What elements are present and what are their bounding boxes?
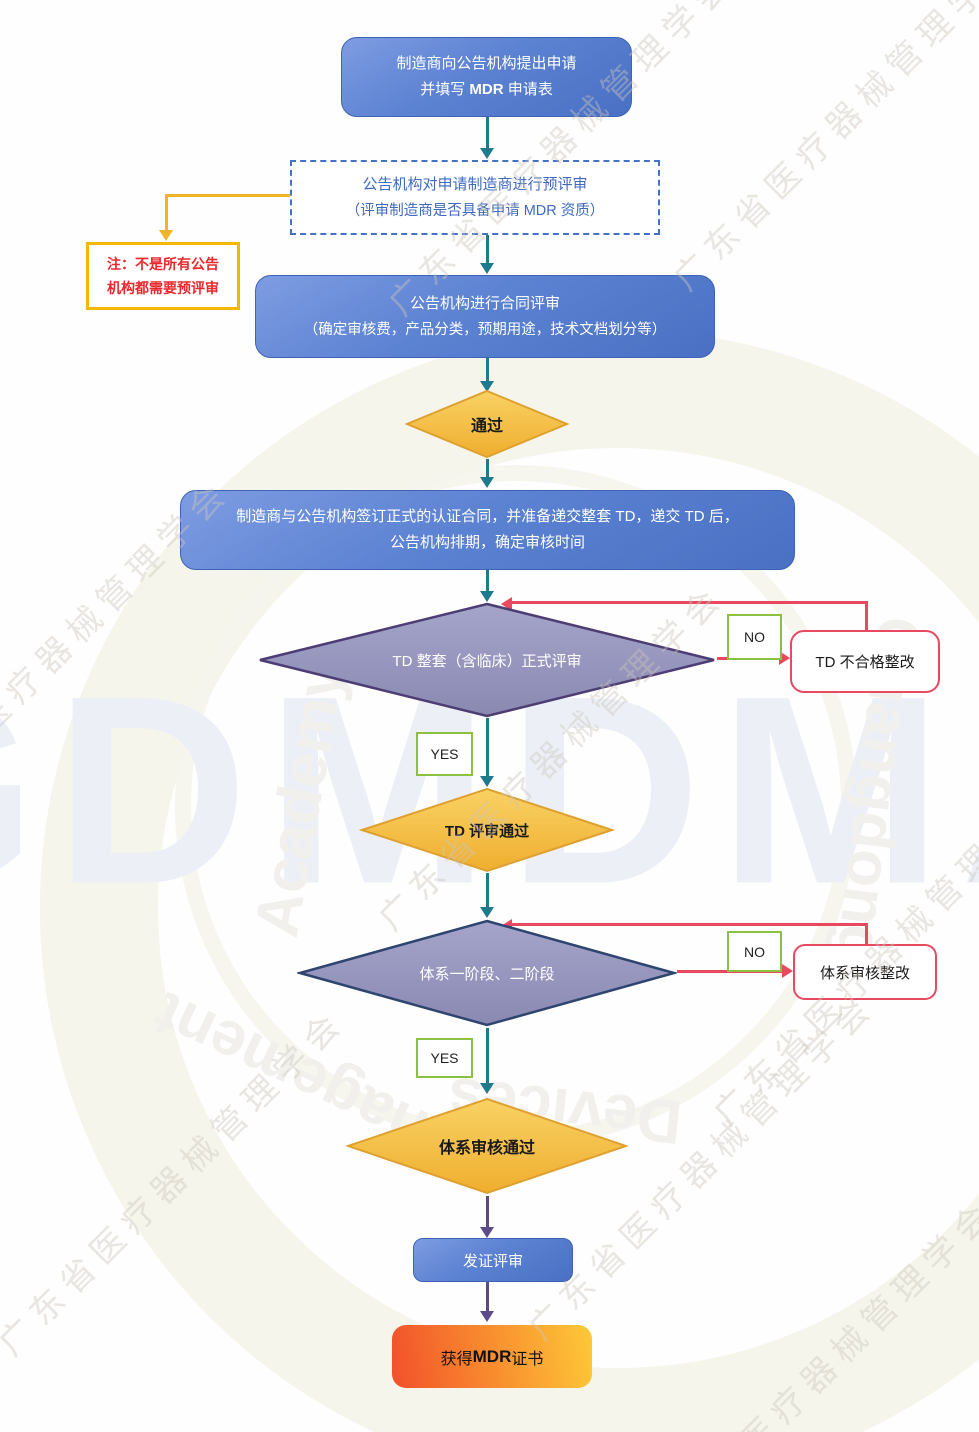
- arrowhead: [782, 964, 793, 978]
- process-apply-box: 制造商向公告机构提出申请 并填写 MDR 申请表: [341, 37, 632, 117]
- arrowhead: [480, 591, 494, 602]
- decision-system-pass-diamond: 体系审核通过: [344, 1097, 630, 1195]
- mdr-cert-bold: MDR: [472, 1346, 512, 1366]
- connector-note-vertical: [165, 194, 168, 231]
- arrowhead: [779, 651, 790, 665]
- arrowhead: [480, 1227, 494, 1238]
- decision-td-review-diamond: TD 整套（含临床）正式评审: [257, 602, 717, 718]
- td-pass-label: TD 评审通过: [444, 822, 530, 840]
- return-line-vertical-2: [865, 924, 868, 944]
- prereview-line1: 公告机构对申请制造商进行预评审: [362, 175, 588, 193]
- apply-line2-pre: 并填写: [420, 81, 470, 98]
- issue-review-label: 发证评审: [462, 1252, 523, 1270]
- yes1-label: YES: [430, 746, 459, 762]
- apply-line1: 制造商向公告机构提出申请: [396, 55, 577, 72]
- arrow-prereview-to-contract: [486, 235, 489, 264]
- apply-line2: 并填写 MDR 申请表: [420, 77, 553, 103]
- connector-note-horizontal: [165, 194, 290, 197]
- arrowhead: [480, 907, 494, 918]
- yes2-label: YES: [430, 1050, 459, 1066]
- arrow-issue-to-cert: [486, 1282, 489, 1313]
- arrowhead: [480, 477, 494, 488]
- arrow-tdreview-to-tdpass: [486, 718, 489, 778]
- td-fix-label: TD 不合格整改: [815, 654, 915, 671]
- system-audit-label: 体系一阶段、二阶段: [419, 965, 555, 983]
- arrow-systempass-to-issue: [486, 1196, 489, 1229]
- apply-line2-bold: MDR: [469, 81, 504, 98]
- arrow-pass-to-sign: [486, 459, 489, 478]
- arrow-sign-to-tdreview: [486, 570, 489, 592]
- apply-line2-post: 申请表: [503, 81, 553, 98]
- process-contract-review-box: 公告机构进行合同评审 （确定审核费，产品分类，预期用途，技术文档划分等）: [255, 275, 715, 358]
- no1-label: NO: [744, 629, 765, 645]
- arrow-apply-to-prereview: [486, 117, 489, 149]
- no-label-box-2: NO: [727, 931, 782, 972]
- decision-pass1-diamond: 通过: [404, 389, 570, 459]
- decision-system-audit-diamond: 体系一阶段、二阶段: [295, 919, 679, 1027]
- arrowhead: [480, 1311, 494, 1322]
- system-pass-label: 体系审核通过: [438, 1140, 535, 1157]
- arrowhead: [480, 776, 494, 787]
- diamond-shape: [295, 919, 679, 1027]
- mdr-certificate-box: 获得 MDR 证书: [392, 1325, 592, 1388]
- return-line-horizontal-2: [512, 923, 868, 926]
- arrowhead: [480, 263, 494, 274]
- sign-line2: 公告机构排期，确定审核时间: [389, 534, 585, 551]
- yes-label-box-1: YES: [416, 732, 473, 776]
- mdr-cert-pre: 获得: [440, 1350, 473, 1368]
- contract-line2: （确定审核费，产品分类，预期用途，技术文档划分等）: [303, 321, 667, 338]
- td-fix-box: TD 不合格整改: [790, 630, 940, 693]
- arrowhead: [501, 597, 512, 611]
- diamond-shape: [358, 787, 616, 873]
- decision-td-pass-diamond: TD 评审通过: [358, 787, 616, 873]
- watermark-cn-text: 广东省医疗器械管理学会: [0, 1001, 354, 1364]
- return-line-vertical-1: [865, 602, 868, 630]
- process-issue-review-box: 发证评审: [413, 1238, 573, 1282]
- no2-label: NO: [744, 943, 765, 960]
- process-prereview-box: 公告机构对申请制造商进行预评审 （评审制造商是否具备申请 MDR 资质）: [290, 160, 660, 235]
- watermark-cn-text: 广东省医疗器械管理学会: [666, 0, 979, 299]
- yes-label-box-2: YES: [416, 1038, 473, 1078]
- process-sign-contract-box: 制造商与公告机构签订正式的认证合同，并准备递交整套 TD，递交 TD 后， 公告…: [180, 490, 795, 570]
- diamond-shape: [259, 602, 715, 718]
- note-box: 注：不是所有公告 机构都需要预评审: [86, 242, 240, 310]
- return-line-horizontal-1: [512, 601, 868, 604]
- watermark-cn-text: 广东省医疗器械管理学会: [641, 1191, 979, 1432]
- no-label-box-1: NO: [727, 614, 782, 660]
- prereview-line2: （评审制造商是否具备申请 MDR 资质）: [345, 202, 605, 219]
- arrowhead: [480, 1083, 494, 1094]
- arrow-tdpass-to-system: [486, 873, 489, 909]
- pass1-label: 通过: [470, 418, 503, 435]
- arrow-system-to-systempass: [486, 1028, 489, 1085]
- sign-line1: 制造商与公告机构签订正式的认证合同，并准备递交整套 TD，递交 TD 后，: [236, 508, 739, 525]
- arrowhead: [159, 230, 173, 241]
- contract-line1: 公告机构进行合同评审: [409, 294, 560, 312]
- arrowhead: [480, 148, 494, 159]
- note-line1: 注：不是所有公告: [107, 256, 219, 272]
- mdr-cert-post: 证书: [511, 1350, 544, 1368]
- td-review-label: TD 整套（含临床）正式评审: [392, 652, 582, 670]
- system-fix-label: 体系审核整改: [819, 964, 910, 982]
- system-fix-box: 体系审核整改: [793, 944, 937, 1000]
- arrow-contract-to-pass: [486, 358, 489, 382]
- note-line2: 机构都需要预评审: [107, 280, 219, 296]
